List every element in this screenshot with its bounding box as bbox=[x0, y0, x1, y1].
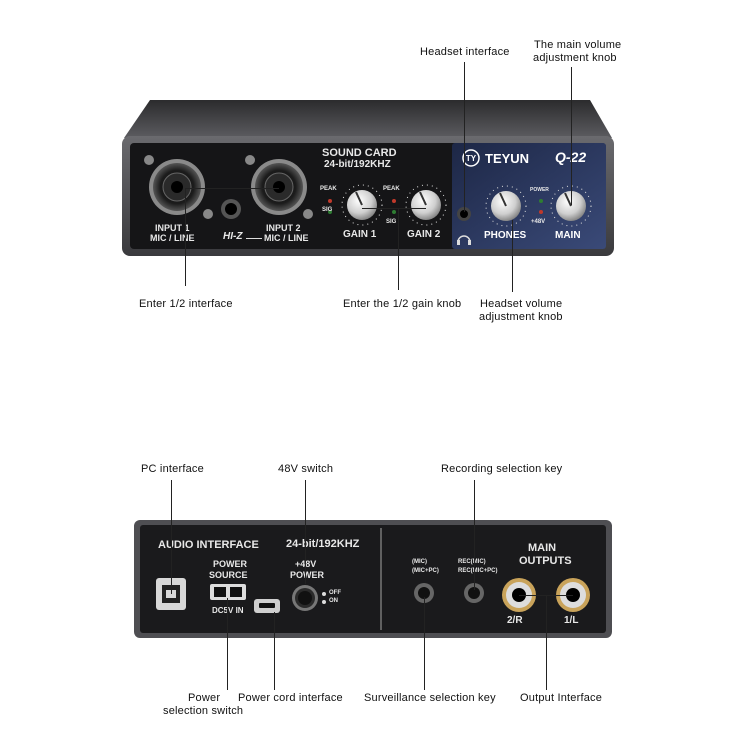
power-led-label: POWER bbox=[530, 187, 549, 193]
rec-mic-label: REC(MIC) bbox=[458, 559, 486, 565]
output-1l-jack bbox=[556, 578, 590, 612]
48v-led-label: +48V bbox=[531, 219, 546, 225]
callout-gain-knob: Enter the 1/2 gain knob bbox=[343, 298, 462, 310]
sig-1-label: SIG bbox=[322, 207, 333, 213]
main-outputs-label-1: MAIN bbox=[528, 542, 557, 554]
gain-1-label: GAIN 1 bbox=[343, 229, 377, 240]
mon-mic-label: (MIC) bbox=[412, 559, 427, 565]
phones-label: PHONES bbox=[484, 230, 527, 241]
main-knob bbox=[550, 185, 592, 227]
callout-power-selection-2: selection switch bbox=[163, 705, 244, 717]
callout-enter-interface: Enter 1/2 interface bbox=[139, 298, 233, 310]
input-1-label: INPUT 1 bbox=[155, 223, 190, 233]
callout-main-volume-1: The main volume bbox=[534, 39, 622, 51]
mon-micpc-label: (MIC+PC) bbox=[412, 568, 439, 574]
hiz-label: HI-Z bbox=[223, 231, 243, 242]
gain-2-label: GAIN 2 bbox=[407, 229, 441, 240]
peak-1-label: PEAK bbox=[320, 186, 337, 192]
power-source-label-2: SOURCE bbox=[209, 570, 248, 580]
out-2r-label: 2/R bbox=[507, 615, 523, 626]
sound-card-label: SOUND CARD bbox=[322, 147, 397, 159]
main-outputs-label-2: OUTPUTS bbox=[519, 555, 572, 567]
callout-surveillance-key: Surveillance selection key bbox=[364, 692, 496, 704]
callout-headset-volume-2: adjustment knob bbox=[479, 311, 563, 323]
rec-micpc-label: REC(MIC+PC) bbox=[458, 568, 498, 574]
callout-power-cord: Power cord interface bbox=[238, 692, 343, 704]
callout-power-selection-1: Power bbox=[188, 692, 221, 704]
gain-1-knob bbox=[341, 184, 383, 226]
input-1-combo-jack bbox=[144, 155, 213, 219]
audio-interface-label: AUDIO INTERFACE bbox=[158, 539, 259, 551]
input-2-label: INPUT 2 bbox=[266, 223, 301, 233]
callout-pc-interface: PC interface bbox=[141, 463, 204, 475]
callout-recording-key: Recording selection key bbox=[441, 463, 563, 475]
callout-output-interface: Output Interface bbox=[520, 692, 603, 704]
input-2-type-label: MIC / LINE bbox=[264, 233, 309, 243]
brand-label: TEYUN bbox=[485, 151, 530, 166]
callout-main-volume-2: adjustment knob bbox=[533, 52, 617, 64]
main-label: MAIN bbox=[555, 230, 581, 241]
peak-2-label: PEAK bbox=[383, 186, 400, 192]
gain-2-knob bbox=[405, 184, 447, 226]
callout-headset-volume-1: Headset volume bbox=[480, 298, 563, 310]
on-label: ON bbox=[329, 598, 338, 604]
callout-headset-interface: Headset interface bbox=[420, 46, 510, 58]
power-source-label-1: POWER bbox=[213, 559, 248, 569]
rear-power-label: POWER bbox=[290, 570, 325, 580]
input-2-combo-jack bbox=[245, 155, 313, 219]
spec-label: 24-bit/192KHZ bbox=[324, 159, 391, 170]
rear-spec-label: 24-bit/192KHZ bbox=[286, 538, 360, 550]
callout-48v-switch: 48V switch bbox=[278, 463, 334, 475]
sig-2-label: SIG bbox=[386, 219, 397, 225]
out-1l-label: 1/L bbox=[564, 615, 579, 626]
input-1-type-label: MIC / LINE bbox=[150, 233, 195, 243]
off-label: OFF bbox=[329, 590, 341, 596]
model-label: Q-22 bbox=[555, 149, 586, 165]
phones-knob bbox=[485, 185, 527, 227]
svg-text:TY: TY bbox=[466, 154, 477, 163]
